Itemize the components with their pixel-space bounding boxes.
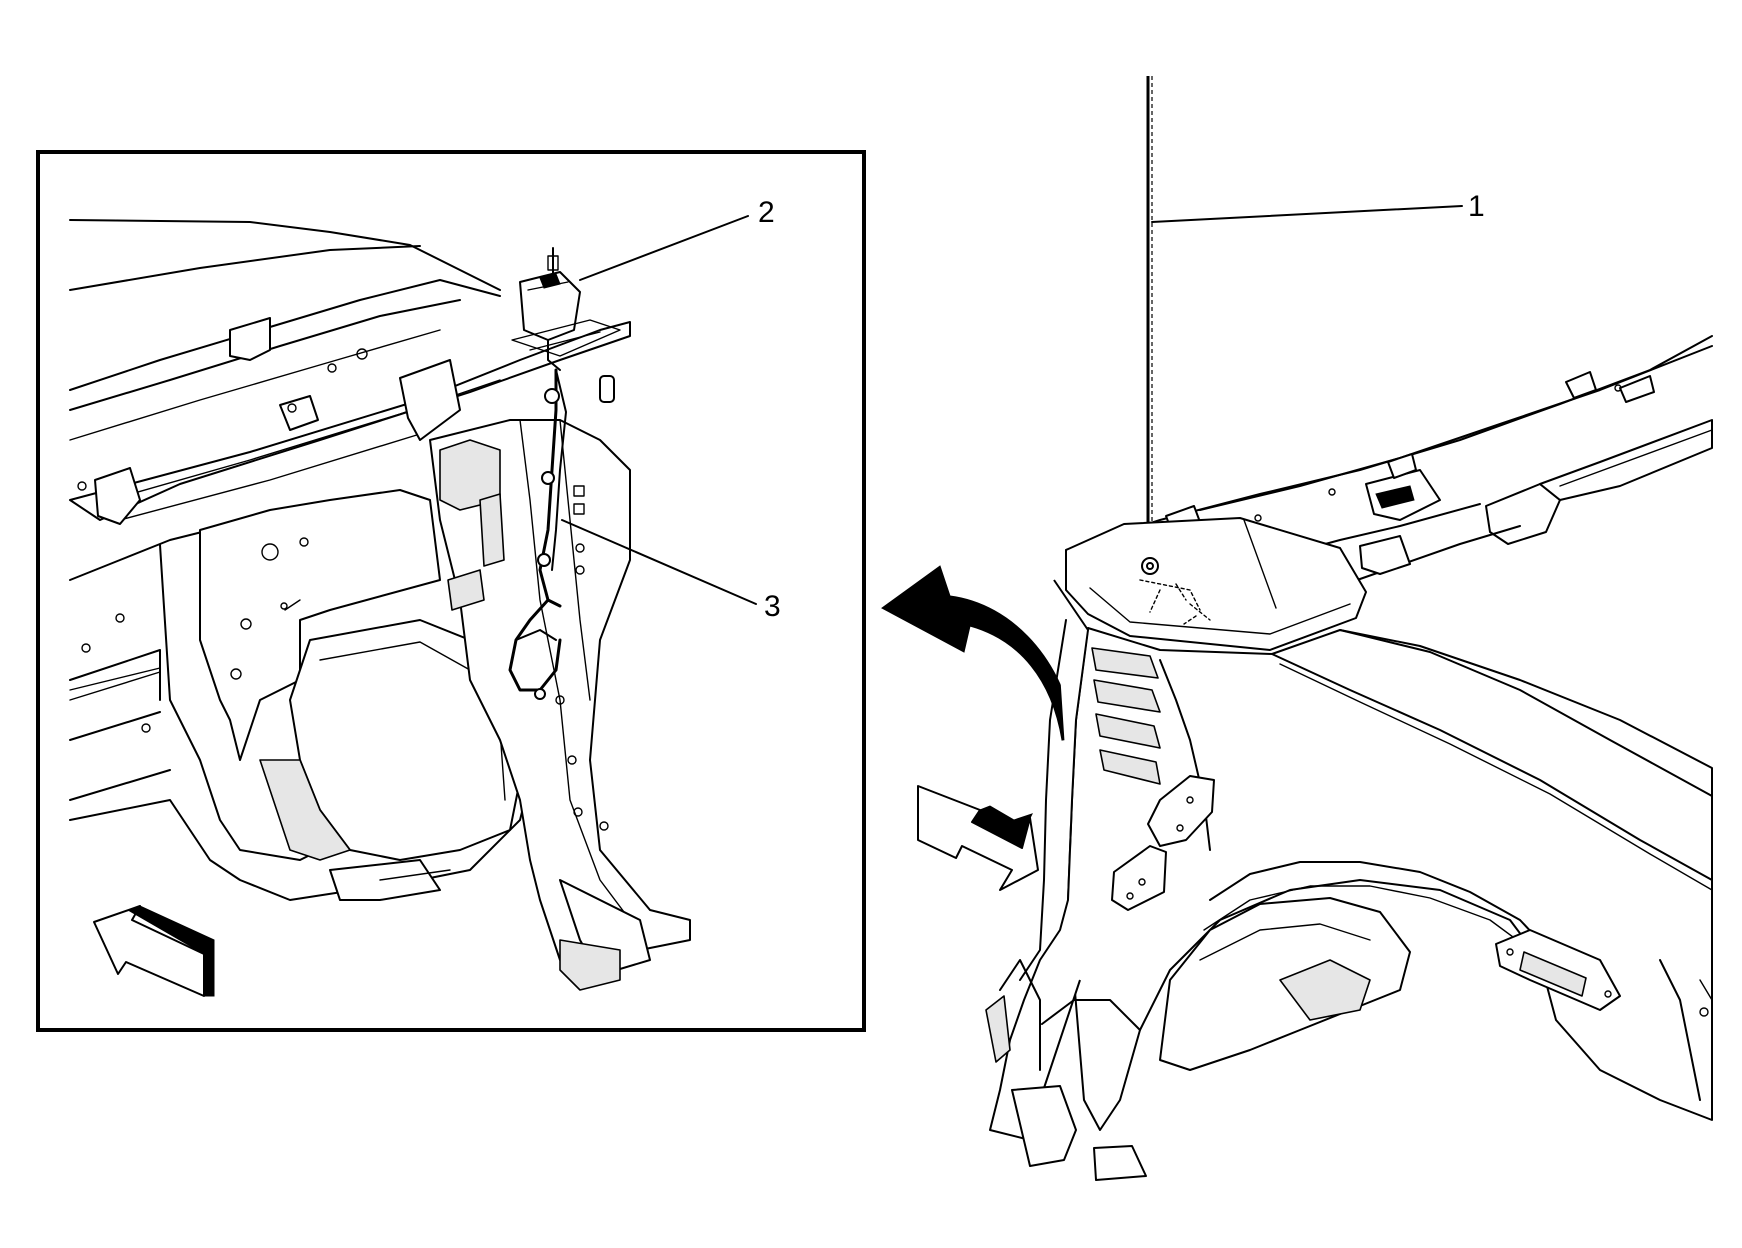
inset-direction-arrow (93, 905, 215, 997)
overview-antenna-pad (1065, 517, 1367, 651)
view-transition-arrow (881, 565, 1077, 741)
inset-kick-panel (199, 489, 521, 901)
inset-antenna-cable (508, 368, 615, 700)
callout-3-leader (561, 519, 757, 605)
callout-2-label: 2 (758, 196, 775, 229)
callout-3-label: 3 (764, 590, 781, 623)
callout-2-leader (579, 215, 749, 281)
detail-inset: 2 3 (36, 150, 866, 1032)
overview-direction-arrow (917, 785, 1039, 891)
inset-antenna-mount (511, 247, 621, 371)
callout-1-leader (1151, 205, 1463, 223)
callout-1-label: 1 (1468, 190, 1485, 223)
overview-fender (1067, 627, 1713, 1131)
overview-vehicle: 1 (917, 76, 1713, 1181)
inset-windshield-frame (69, 219, 631, 525)
overview-front-pillar (985, 579, 1411, 1181)
antenna-mast (1146, 76, 1153, 572)
inset-a-pillar (429, 419, 691, 991)
